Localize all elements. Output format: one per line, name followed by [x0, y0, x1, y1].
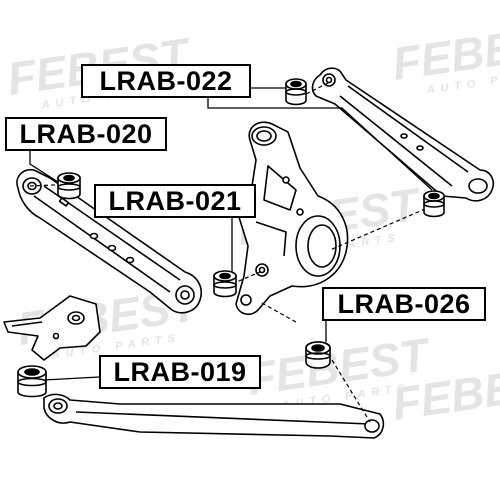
leader-lrab-020 — [29, 151, 59, 183]
upper-right-arm — [311, 67, 495, 202]
bushing-lrab-026 — [305, 341, 331, 369]
bracket — [3, 295, 101, 361]
part-label-lrab-019: LRAB-019 — [99, 355, 261, 389]
lower-trailing-arm — [43, 393, 385, 439]
leader-lrab-019 — [43, 376, 100, 381]
knuckle — [235, 121, 349, 316]
bushing-lrab-022-a — [285, 78, 307, 106]
leader-lines — [29, 87, 433, 381]
bushing-lrab-022-b — [423, 190, 445, 218]
bushing-lrab-021 — [213, 270, 237, 298]
part-label-lrab-021: LRAB-021 — [94, 184, 256, 218]
part-label-lrab-022: LRAB-022 — [81, 64, 251, 98]
part-label-lrab-026: LRAB-026 — [322, 287, 486, 321]
bushing-lrab-019 — [17, 365, 47, 398]
watermark-5: FEBEST AUTO PARTS — [389, 13, 500, 97]
part-label-lrab-020: LRAB-020 — [5, 117, 167, 151]
bushing-lrab-020 — [57, 172, 81, 200]
leader-lrab-022-b — [207, 98, 433, 191]
